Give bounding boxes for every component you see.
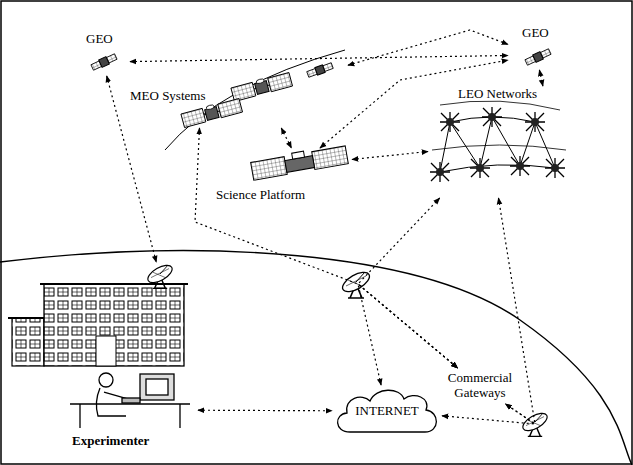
- node-label: GEO: [522, 26, 549, 41]
- link-arrow: [281, 128, 291, 148]
- earth-horizon: [0, 251, 632, 465]
- node-label: Science Platform: [216, 188, 305, 203]
- link-arrow: [195, 128, 458, 368]
- link-arrow: [539, 70, 543, 86]
- node-label: LEO Networks: [458, 87, 537, 102]
- link-arrow: [320, 60, 508, 148]
- geo-satellite: GEO: [78, 30, 130, 76]
- internet-cloud: INTERNET: [332, 385, 442, 437]
- gateway-label: Commercial Gateways: [440, 368, 520, 404]
- node-label: GEO: [86, 32, 113, 47]
- link-arrow: [358, 198, 458, 368]
- meo-system: MEO Systems: [120, 45, 348, 128]
- link-arrow: [348, 30, 508, 65]
- leo-network: LEO Networks: [428, 86, 568, 198]
- link-arrow: [442, 404, 535, 424]
- link-arrow: [198, 410, 332, 412]
- node-label: Commercial Gateways: [444, 371, 516, 401]
- node-label: MEO Systems: [130, 89, 205, 104]
- geo-satellite: GEO: [508, 26, 566, 70]
- science-platform: Science Platform: [212, 148, 352, 208]
- link-arrow: [352, 152, 428, 160]
- node-label: INTERNET: [355, 404, 419, 419]
- node-label: Experimenter: [72, 434, 149, 449]
- link-arrow: [107, 76, 157, 262]
- link-arrow: [358, 284, 458, 385]
- link-arrow: [130, 56, 508, 62]
- experimenter-site: Experimenter: [8, 262, 198, 454]
